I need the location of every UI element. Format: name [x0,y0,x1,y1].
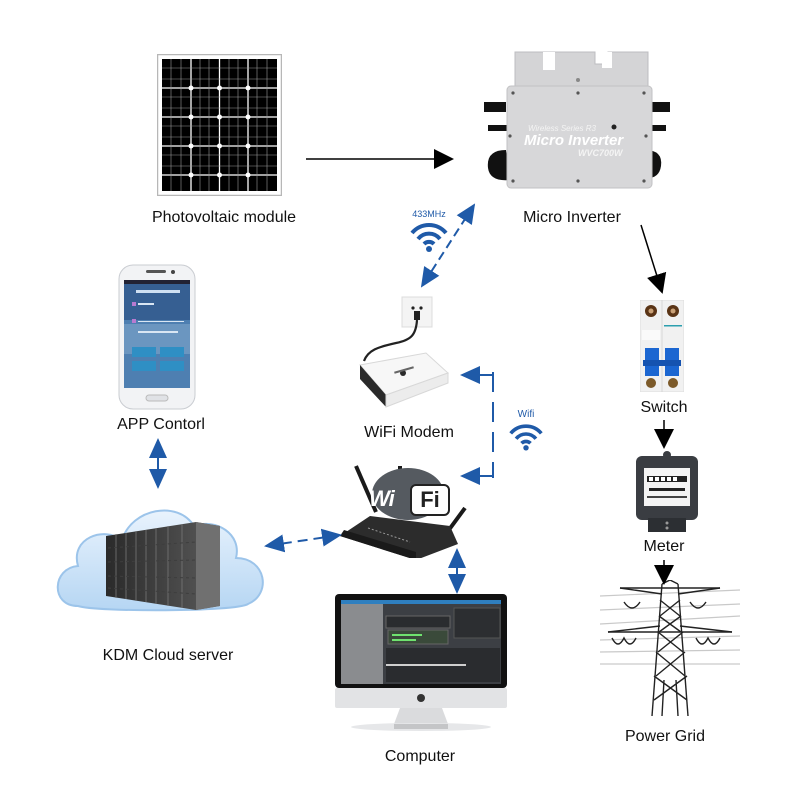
cloud-server-icon [56,488,274,623]
inverter-series-text: Wireless Series R3 [528,124,596,133]
wifi-logo-fi: Fi [410,484,450,516]
rf-signal-label: 433MHz [412,209,446,219]
power-tower-icon [600,580,740,720]
rf-signal: 433MHz [404,209,454,253]
edge-cloud-router [264,528,342,553]
smartphone-icon [118,264,196,410]
electric-meter-icon [634,450,700,534]
circuit-breaker-icon [640,300,684,392]
label-app-control: APP Contorl [117,416,205,433]
wifi-signal: Wifi [506,409,546,451]
wifi-logo-fi-text: Fi [420,487,440,512]
wireless-signal-icon [410,222,448,252]
wifi-logo-wi: Wi [369,486,395,511]
label-computer: Computer [384,748,456,765]
edge-inverter-to-switch [640,224,667,294]
wireless-signal-icon [509,424,543,451]
wifi-modem-icon [356,295,456,415]
label-wifi-modem: WiFi Modem [364,424,454,441]
label-meter: Meter [643,538,685,555]
micro-inverter-icon: Wireless Series R3 Micro Inverter WVC700… [470,50,670,195]
label-switch: Switch [640,399,688,416]
inverter-model-text: WVC700W [578,148,623,158]
computer-icon [334,592,508,737]
wifi-router-icon: Wi Fi [340,458,470,558]
wifi-signal-label: Wifi [517,409,535,420]
label-kdm-cloud-server: KDM Cloud server [102,647,234,664]
label-micro-inverter: Micro Inverter [523,209,621,226]
label-photovoltaic-module: Photovoltaic module [151,209,297,226]
label-power-grid: Power Grid [624,728,706,745]
inverter-name-text: Micro Inverter [524,132,624,149]
solar-panel-icon [157,54,282,196]
